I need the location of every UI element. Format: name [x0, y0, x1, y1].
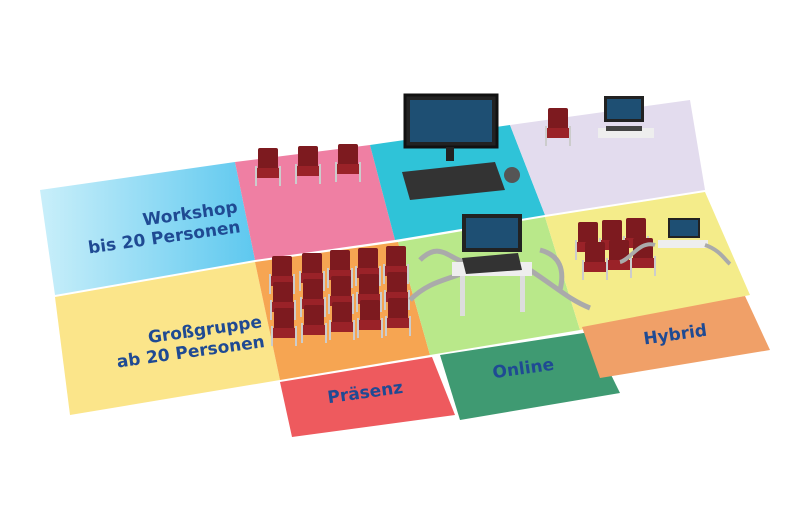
tile-workshop	[40, 162, 255, 295]
tile-grossgruppe	[55, 262, 280, 415]
setup-grossgruppe-hybrid	[575, 218, 732, 280]
setup-grossgruppe-online	[408, 214, 591, 316]
computer-workshop-online	[402, 93, 520, 200]
tile-hybrid-label	[582, 296, 770, 378]
tile-praesenz-label	[280, 357, 455, 437]
tile-online-label	[440, 332, 620, 420]
setup-workshop-hybrid	[545, 96, 654, 146]
